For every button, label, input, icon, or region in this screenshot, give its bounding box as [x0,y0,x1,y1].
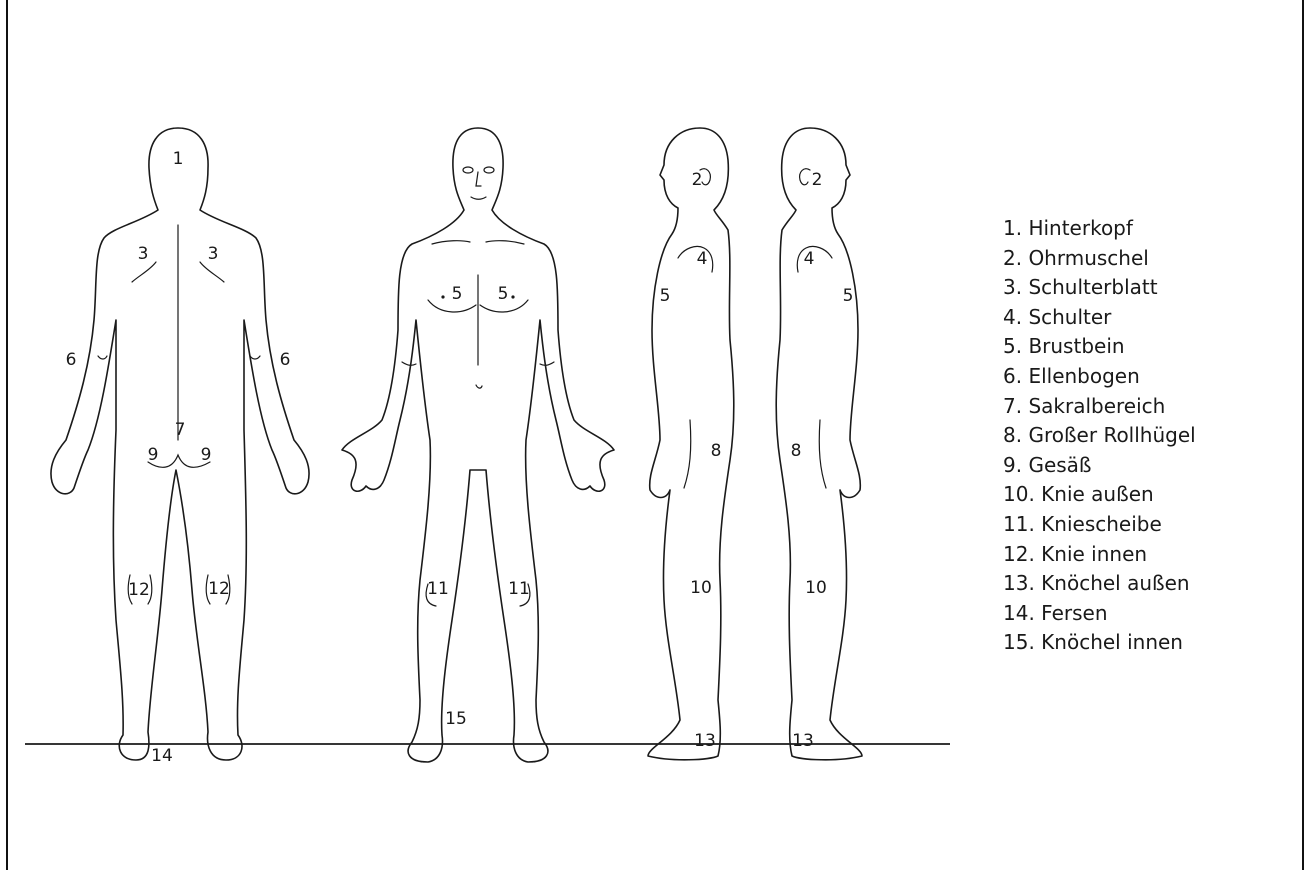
legend-item: 9. Gesäß [1003,451,1196,481]
legend-item: 14. Fersen [1003,599,1196,629]
legend-item: 1. Hinterkopf [1003,214,1196,244]
marker-label: 13 [694,731,716,751]
marker-label: 1 [173,149,184,169]
figure-back-view [51,128,309,760]
legend-item: 6. Ellenbogen [1003,362,1196,392]
body-figures-diagram: 1 3 3 6 6 7 9 9 12 12 14 5 5 11 11 15 2 … [0,0,960,870]
marker-label: 9 [201,445,212,465]
marker-label: 6 [66,350,77,370]
legend-item: 7. Sakralbereich [1003,392,1196,422]
pressure-point-legend: 1. Hinterkopf 2. Ohrmuschel 3. Schulterb… [1003,214,1196,658]
legend-item: 2. Ohrmuschel [1003,244,1196,274]
legend-item: 13. Knöchel außen [1003,569,1196,599]
legend-item: 5. Brustbein [1003,332,1196,362]
marker-label: 6 [280,350,291,370]
legend-item: 3. Schulterblatt [1003,273,1196,303]
marker-label: 5 [660,286,671,306]
legend-item: 10. Knie außen [1003,480,1196,510]
marker-label: 2 [812,170,823,190]
marker-label: 9 [148,445,159,465]
marker-label: 10 [690,578,712,598]
marker-label: 4 [804,249,815,269]
legend-item: 15. Knöchel innen [1003,628,1196,658]
marker-label: 5 [843,286,854,306]
legend-item: 12. Knie innen [1003,540,1196,570]
marker-label: 4 [697,249,708,269]
page-border-right [1302,0,1304,870]
marker-label: 14 [151,746,173,766]
figure-side-view-right [776,128,862,760]
marker-label: 3 [138,244,149,264]
marker-label: 11 [427,579,449,599]
marker-label: 15 [445,709,467,729]
back-figure-outline [51,128,309,760]
legend-item: 11. Kniescheibe [1003,510,1196,540]
marker-label: 11 [508,579,530,599]
marker-label: 5 [452,284,463,304]
marker-label: 7 [175,420,186,440]
front-figure-outline [342,128,614,762]
marker-label: 12 [208,579,230,599]
marker-label: 5 [498,284,509,304]
legend-item: 8. Großer Rollhügel [1003,421,1196,451]
marker-label: 12 [128,580,150,600]
marker-label: 3 [208,244,219,264]
legend-item: 4. Schulter [1003,303,1196,333]
marker-label: 10 [805,578,827,598]
marker-label: 2 [692,170,703,190]
marker-label: 8 [791,441,802,461]
marker-label: 8 [711,441,722,461]
figure-front-view [342,128,614,762]
marker-label: 13 [792,731,814,751]
